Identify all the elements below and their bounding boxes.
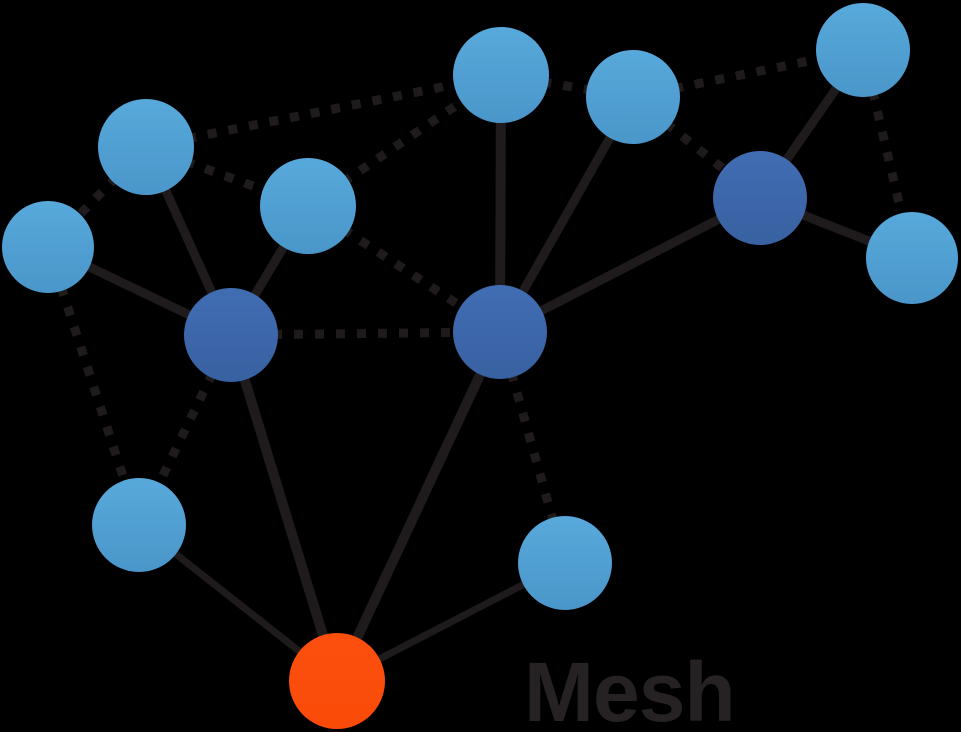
node-light-n5 xyxy=(453,27,549,123)
node-dark-n10 xyxy=(453,285,547,379)
node-light-n9 xyxy=(866,212,958,304)
node-light-n7 xyxy=(816,3,910,97)
edge-dashed-n2-n11 xyxy=(43,245,144,527)
edge-dashed-n1-n5 xyxy=(145,70,502,152)
node-light-n3 xyxy=(260,158,356,254)
node-light-n12 xyxy=(518,516,612,610)
node-dark-n4 xyxy=(184,288,278,382)
node-gateway-n13 xyxy=(289,633,385,729)
node-light-n1 xyxy=(98,99,194,195)
edge-solid-n4-n13 xyxy=(226,333,342,683)
mesh-label: Mesh xyxy=(524,645,736,732)
edge-dashed-n7-n9 xyxy=(858,48,917,260)
edge-solid-n10-n13 xyxy=(332,329,505,684)
edge-solid-n8-n10 xyxy=(497,193,763,337)
node-light-n6 xyxy=(586,50,680,144)
node-light-n11 xyxy=(92,478,186,572)
node-light-n2 xyxy=(2,201,94,293)
node-dark-n8 xyxy=(713,151,807,245)
